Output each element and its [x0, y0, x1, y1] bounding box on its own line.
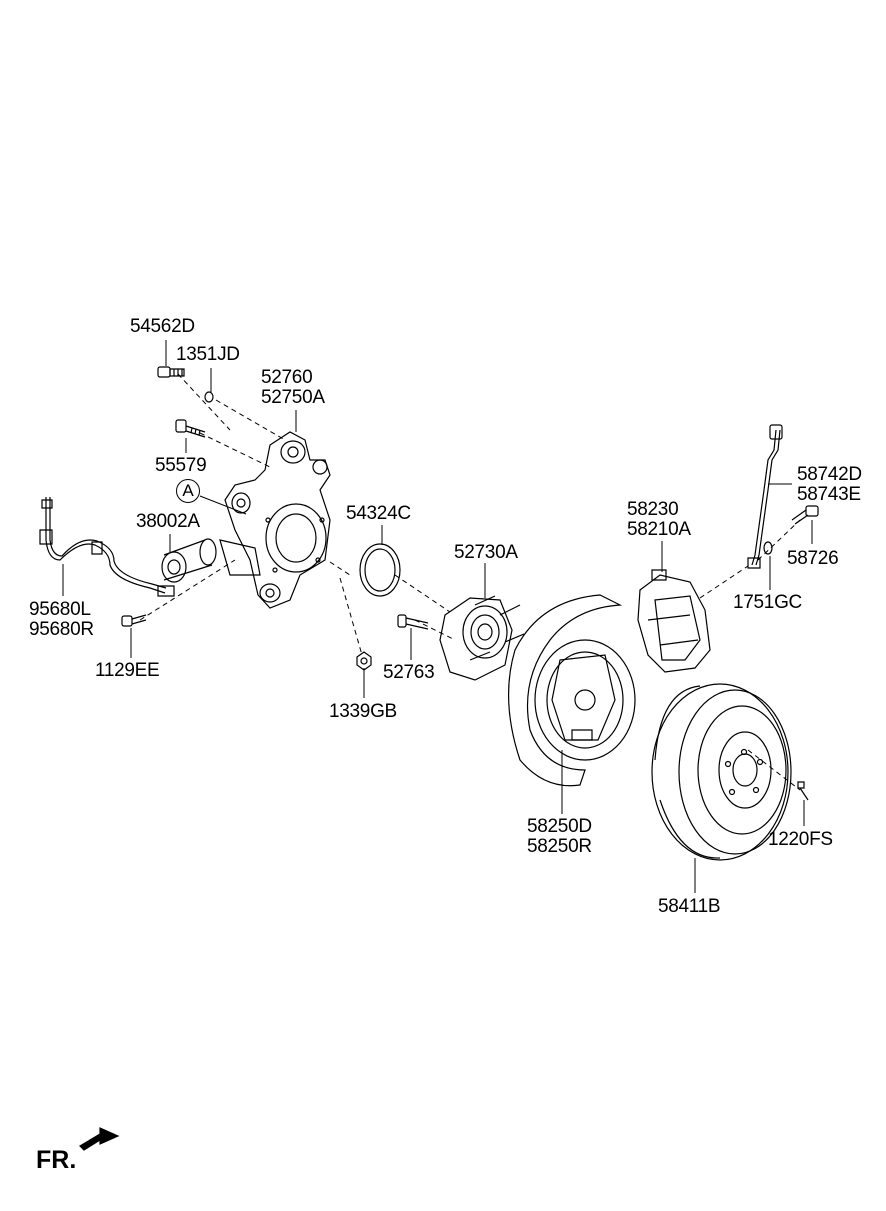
- label-52730A: 52730A: [454, 542, 518, 563]
- label-52760: 52760: [261, 367, 313, 388]
- wheel-speed-sensor: [40, 497, 174, 596]
- label-54562D: 54562D: [130, 316, 195, 337]
- backing-plate-58250: [509, 595, 635, 786]
- banjo-bolt-58726: [792, 506, 818, 524]
- label-58742D: 58742D: [797, 464, 862, 485]
- label-1751GC: 1751GC: [733, 592, 802, 613]
- gasket-1751GC: [764, 542, 772, 554]
- brake-hose-58742D: [748, 425, 782, 568]
- hub-bearing-52730A: [440, 596, 524, 680]
- dashed-assembly-lines: [140, 374, 800, 790]
- label-95680R: 95680R: [29, 619, 94, 640]
- stud-52763: [398, 615, 428, 629]
- label-1351JD: 1351JD: [176, 344, 240, 365]
- label-58230: 58230: [627, 499, 679, 520]
- nut-1339GB: [357, 652, 371, 670]
- label-1129EE: 1129EE: [95, 660, 160, 681]
- label-52750A: 52750A: [261, 387, 325, 408]
- brake-caliper-58230: [638, 570, 710, 672]
- label-1220FS: 1220FS: [768, 829, 833, 850]
- washer-1351JD: [205, 392, 213, 402]
- label-58411B: 58411B: [658, 896, 721, 917]
- label-95680L: 95680L: [29, 599, 91, 620]
- label-54324C: 54324C: [346, 503, 411, 524]
- front-arrow-icon: [80, 1128, 118, 1150]
- label-55579: 55579: [155, 455, 207, 476]
- label-1339GB: 1339GB: [329, 701, 397, 722]
- screw-1220FS: [798, 782, 808, 800]
- seal-ring-54324C: [360, 544, 400, 596]
- front-indicator-label: FR.: [36, 1146, 77, 1174]
- label-58210A: 58210A: [627, 519, 691, 540]
- leader-lines: [63, 340, 812, 893]
- reference-circle-A: A: [176, 479, 200, 503]
- screw-1129EE: [122, 615, 146, 626]
- bolt-55579: [176, 420, 205, 437]
- label-58726: 58726: [787, 548, 839, 569]
- label-58743E: 58743E: [797, 484, 861, 505]
- knuckle-assembly: [220, 432, 330, 608]
- bushing-38002A: [162, 539, 216, 582]
- label-58250R: 58250R: [527, 836, 592, 857]
- label-52763: 52763: [383, 662, 435, 683]
- label-38002A: 38002A: [136, 511, 200, 532]
- brake-disc-58411B: [652, 684, 791, 860]
- label-58250D: 58250D: [527, 816, 592, 837]
- bolt-54562D: [158, 367, 184, 377]
